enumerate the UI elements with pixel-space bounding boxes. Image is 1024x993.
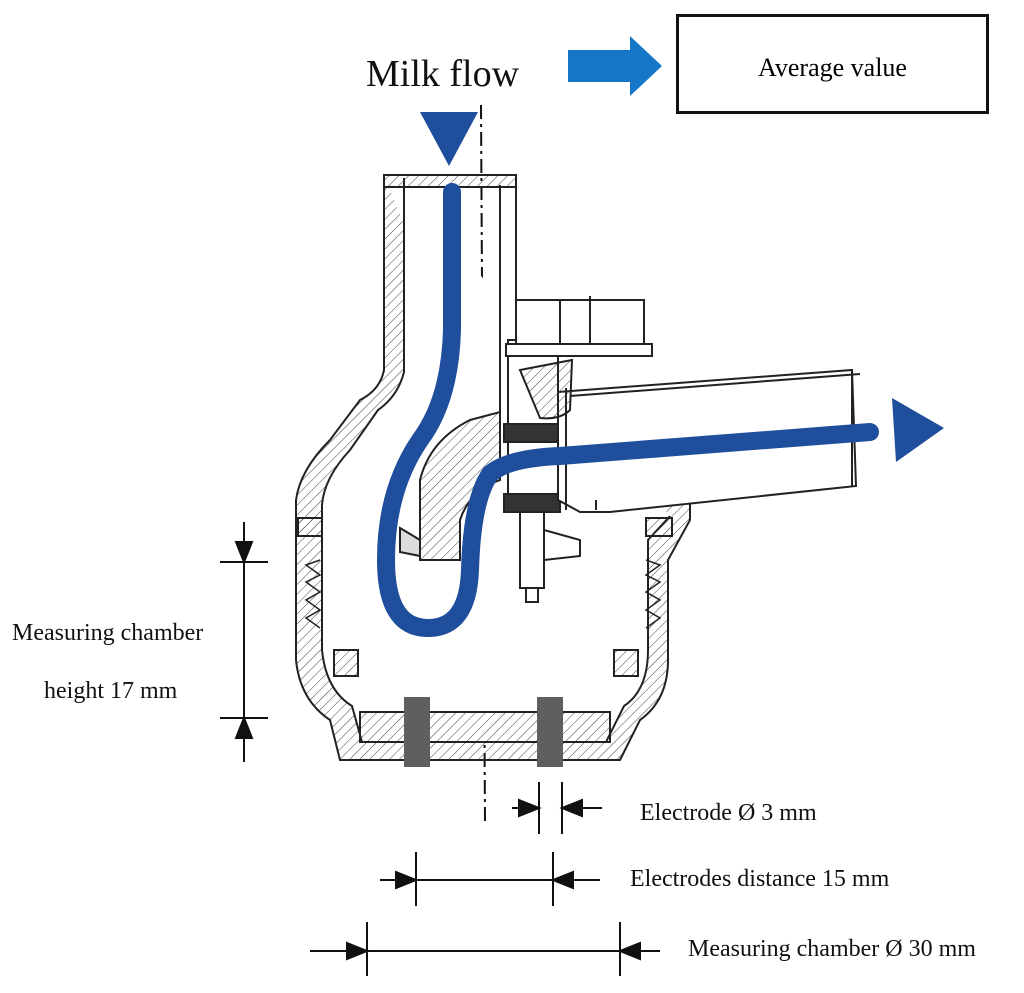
electrode-diameter-dimension: [512, 782, 602, 834]
flow-outlet-arrow-icon: [892, 398, 944, 462]
chamber-height-label-line1: Measuring chamber: [12, 620, 204, 646]
milk-flow-title: Milk flow: [366, 53, 520, 95]
chamber-diameter-dimension: [310, 922, 660, 976]
electrode-left: [404, 697, 430, 767]
output-arrow-icon: [568, 36, 662, 96]
average-value-label: Average value: [758, 53, 907, 82]
electrodes-distance-label: Electrodes distance 15 mm: [630, 866, 890, 892]
electrodes-distance-dimension: [380, 852, 600, 906]
milk-flow-path: [377, 183, 879, 637]
average-value-box: Average value: [676, 14, 989, 114]
chamber-height-dimension: [220, 522, 268, 762]
electrode-diameter-label: Electrode Ø 3 mm: [640, 800, 817, 826]
electrode-right: [537, 697, 563, 767]
sensor-housing: [295, 174, 861, 761]
chamber-height-label-line2: height 17 mm: [44, 678, 178, 704]
chamber-diameter-label: Measuring chamber Ø 30 mm: [688, 936, 976, 962]
flow-inlet-arrow-icon: [420, 112, 478, 166]
